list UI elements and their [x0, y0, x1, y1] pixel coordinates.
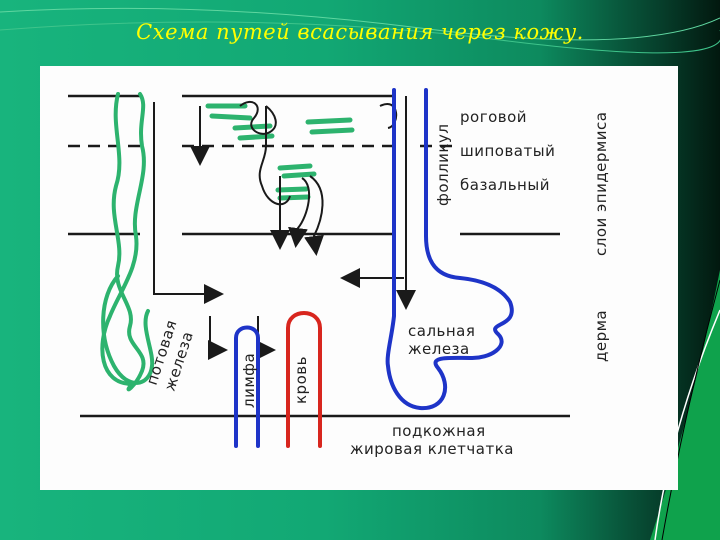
blood-vessel: [286, 311, 322, 448]
sweat-gland-duct: [100, 92, 146, 392]
diagram-canvas: роговой шиповатый базальный слои эпидерм…: [68, 88, 610, 458]
label-hair-follicle: фолликул: [434, 124, 452, 206]
slide-title: Схема путей всасывания через кожу.: [136, 20, 584, 44]
label-lymph: лимфа: [240, 353, 258, 408]
label-blood: кровь: [292, 356, 310, 404]
label-stratum-basale: базальный: [460, 176, 550, 194]
layer-boundary-lines: [68, 94, 570, 418]
label-dermis: дерма: [592, 310, 610, 362]
skin-absorption-diagram: роговой шиповатый базальный слои эпидерм…: [40, 66, 678, 490]
sweat-gland-coil: [101, 274, 155, 385]
label-sebaceous-gland-line1: сальная: [408, 322, 475, 340]
label-epidermis-layers: слои эпидермиса: [592, 112, 610, 256]
label-subcutis-line1: подкожная: [392, 422, 486, 440]
label-subcutis-line2: жировая клетчатка: [350, 440, 514, 458]
hair-follicle-wall: [385, 88, 514, 411]
label-sebaceous-gland-line2: железа: [408, 340, 470, 358]
label-stratum-corneum: роговой: [460, 108, 527, 126]
lymph-vessel: [234, 325, 260, 448]
absorption-pathways: [153, 96, 416, 360]
label-stratum-spinosum: шиповатый: [460, 142, 555, 160]
keratinocyte-cells: [205, 103, 355, 201]
